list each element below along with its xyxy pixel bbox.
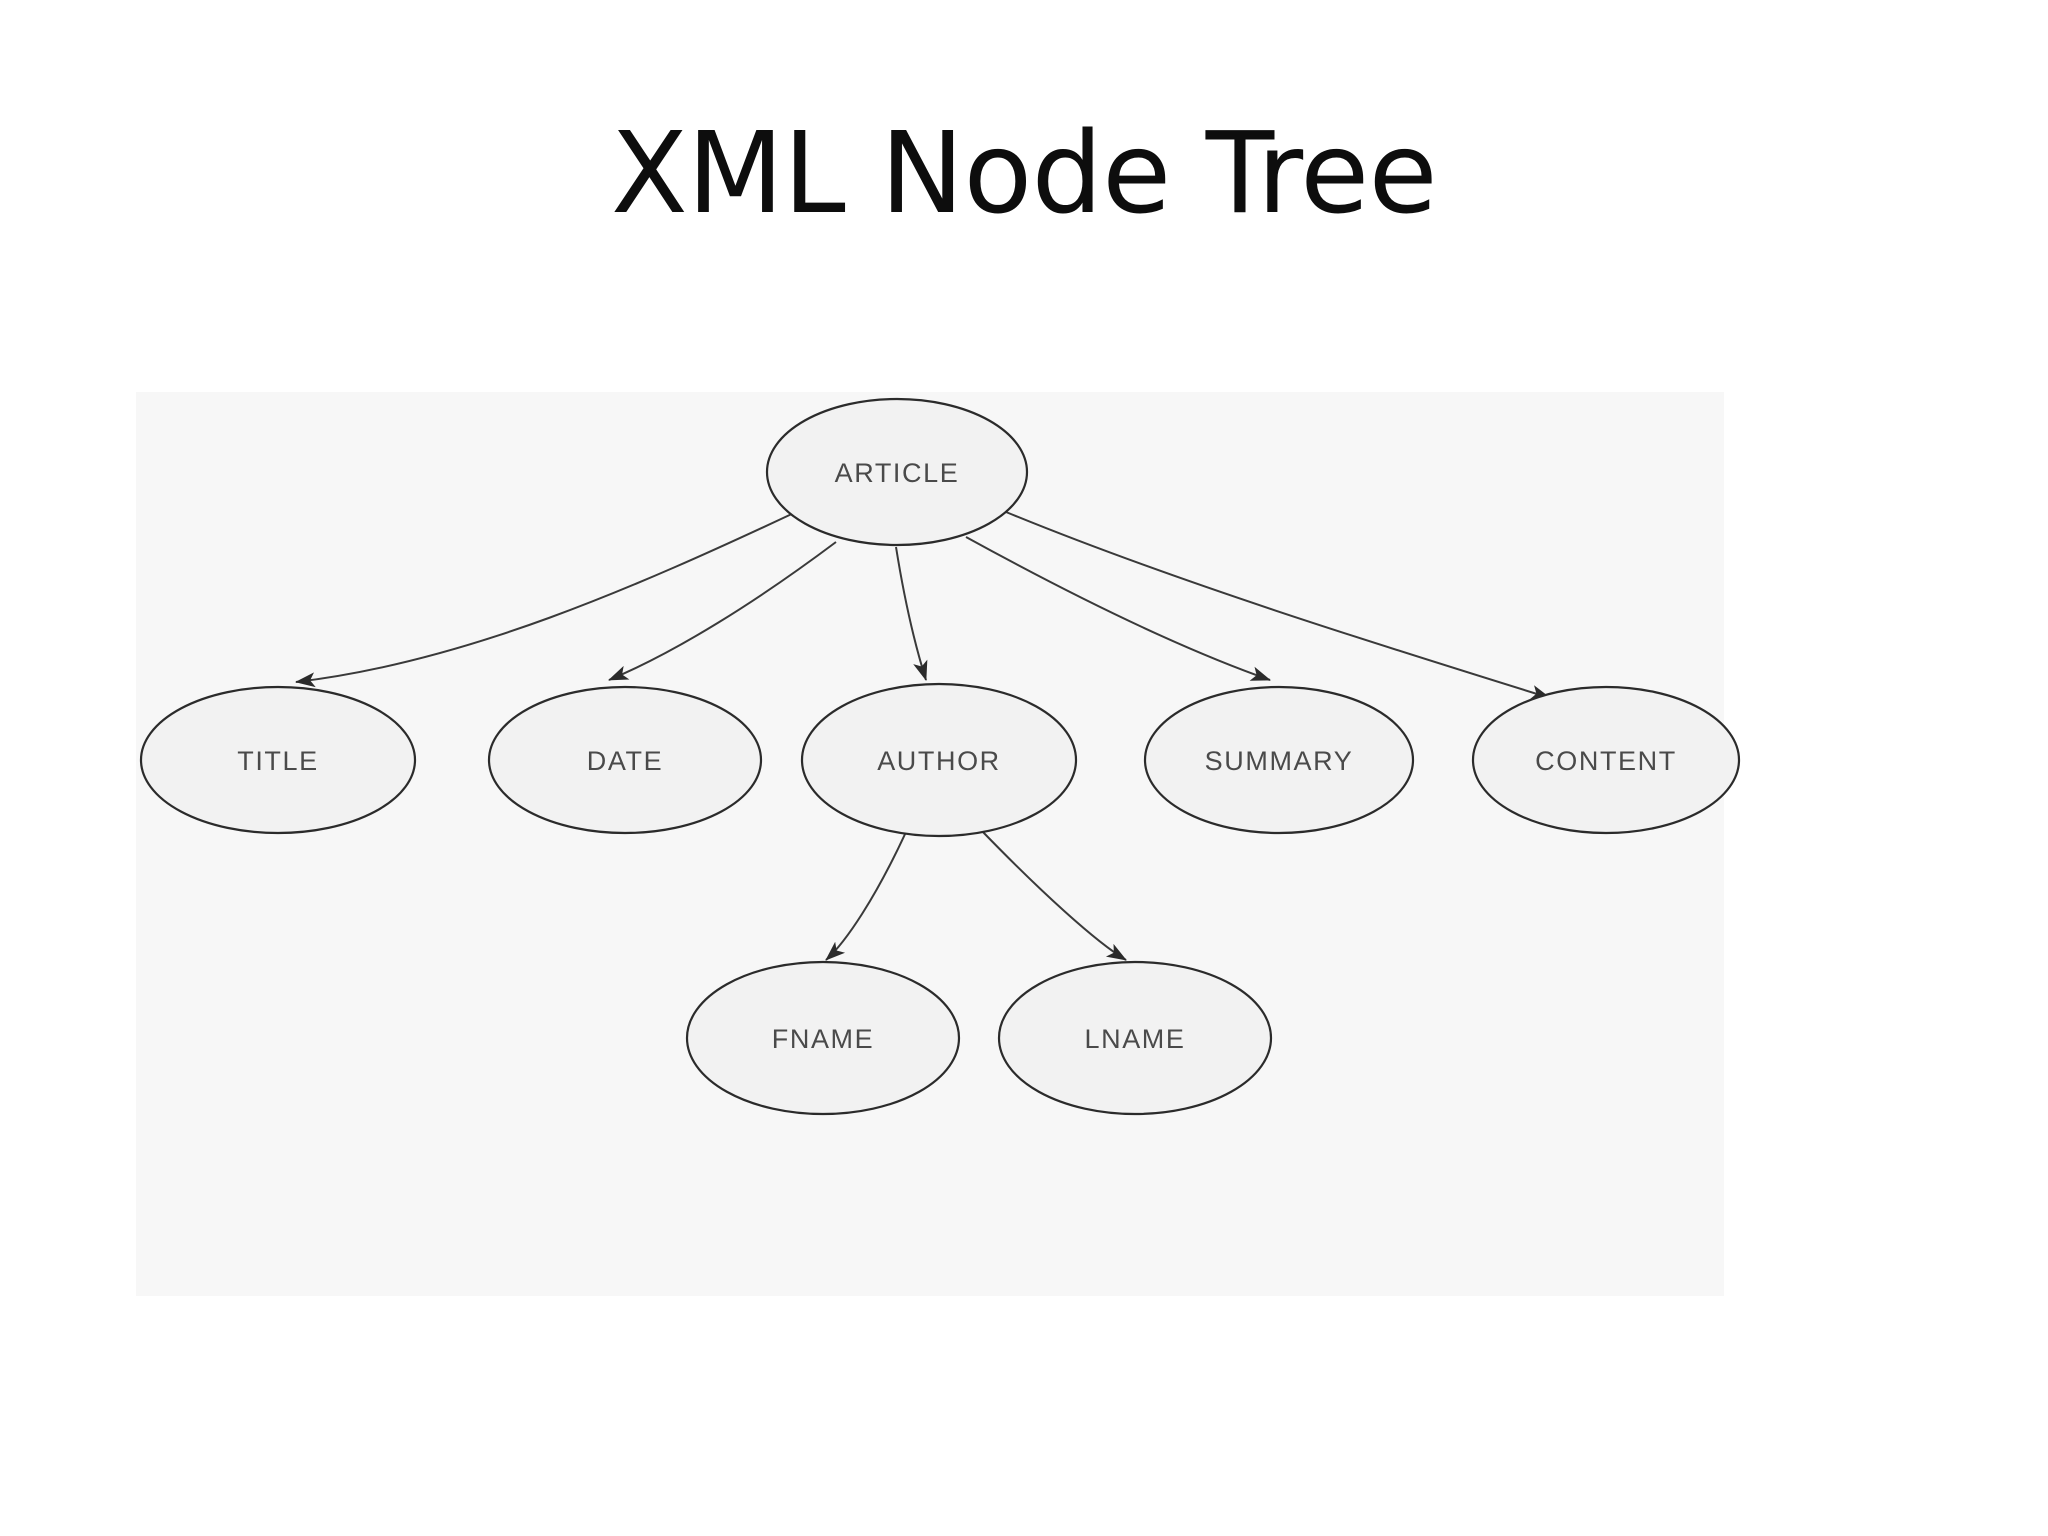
node-shape-lname <box>997 960 1273 1116</box>
node-shape-title <box>139 685 417 835</box>
node-summary[interactable]: SUMMARY <box>1143 685 1415 835</box>
node-title[interactable]: TITLE <box>139 685 417 835</box>
node-fname[interactable]: FNAME <box>685 960 961 1116</box>
edge-author-to-lname <box>980 829 1127 961</box>
edge-article-to-date <box>608 541 837 681</box>
node-article[interactable]: ARTICLE <box>765 397 1029 547</box>
node-label-author: AUTHOR <box>877 746 1001 776</box>
node-label-article: ARTICLE <box>835 458 960 488</box>
node-author[interactable]: AUTHOR <box>800 682 1078 838</box>
edge-author-to-fname <box>825 831 907 961</box>
node-date[interactable]: DATE <box>487 685 763 835</box>
edge-article-to-author <box>895 546 928 681</box>
node-label-title: TITLE <box>237 746 319 776</box>
node-label-content: CONTENT <box>1535 746 1677 776</box>
edge-article-to-summary <box>965 536 1271 681</box>
node-content[interactable]: CONTENT <box>1471 685 1741 835</box>
xml-node-tree-diagram: ARTICLE TITLE DATE AUTHOR SUMMARY CONTENT FNAM… <box>139 397 1741 1116</box>
node-shape-content <box>1471 685 1741 835</box>
edge-article-to-content <box>1005 511 1551 700</box>
edge-article-to-title <box>295 511 797 688</box>
page-title: XML Node Tree <box>610 109 1438 239</box>
node-shape-article <box>765 397 1029 547</box>
node-label-lname: LNAME <box>1084 1024 1185 1054</box>
node-label-summary: SUMMARY <box>1205 746 1354 776</box>
node-label-date: DATE <box>587 746 663 776</box>
node-shape-author <box>800 682 1078 838</box>
node-shape-fname <box>685 960 961 1116</box>
node-shape-date <box>487 685 763 835</box>
node-shape-summary <box>1143 685 1415 835</box>
edges-group <box>295 511 1551 961</box>
node-lname[interactable]: LNAME <box>997 960 1273 1116</box>
nodes-group: ARTICLE TITLE DATE AUTHOR SUMMARY CONTENT FNAM… <box>139 397 1741 1116</box>
node-label-fname: FNAME <box>772 1024 875 1054</box>
